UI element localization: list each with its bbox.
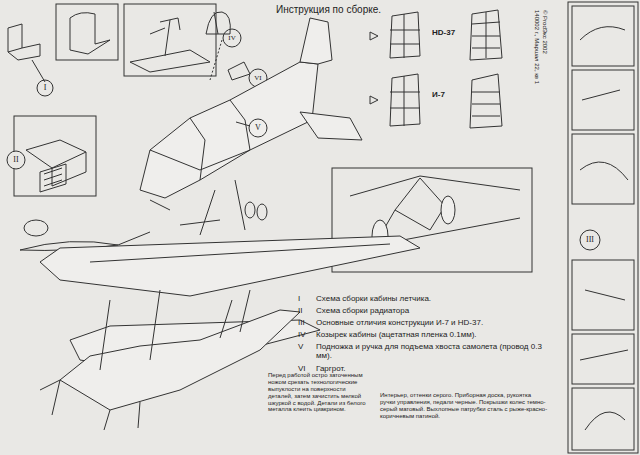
- legend-number: III: [298, 318, 305, 327]
- strip-frame: [568, 2, 638, 453]
- legend-number: VI: [298, 364, 306, 373]
- turtledeck-sketch: [228, 62, 250, 80]
- callout-circle: [7, 151, 25, 169]
- sheet-title: Инструкция по сборке.: [276, 4, 381, 16]
- copyright: © ProdЭкс 2002: [541, 10, 548, 54]
- fuselage-sketch: [140, 62, 318, 198]
- rudder-sketch: [470, 74, 502, 128]
- legend-number: IV: [298, 330, 306, 339]
- callout-circle: [249, 119, 267, 137]
- strip-cell: [572, 388, 634, 450]
- leader-line: [32, 60, 45, 82]
- strip-cell: [572, 6, 634, 66]
- callout-number: VI: [254, 74, 261, 82]
- callout-circle: [37, 80, 53, 96]
- callout-number: I: [44, 83, 47, 92]
- propeller: [40, 380, 60, 415]
- wheel: [257, 204, 267, 220]
- address: 140002 г., Маршал 22, кв 1: [533, 10, 540, 84]
- small-triangle: [370, 32, 378, 104]
- legend-number: V: [298, 342, 303, 351]
- variant-label: И-7: [432, 90, 445, 99]
- callout-number: V: [255, 123, 261, 132]
- leader-line: [236, 122, 250, 126]
- interplane-struts: [100, 290, 250, 370]
- rudder-sketch: [390, 74, 420, 126]
- fuselage-side: [60, 310, 300, 410]
- detail-frame: [124, 4, 216, 76]
- variant-label: HD-37: [432, 28, 455, 37]
- cockpit-floor-sketch: [130, 18, 210, 72]
- landing-gear-struts: [150, 180, 245, 235]
- strip-sketches: [580, 27, 628, 430]
- fuselage-panel-lines: [150, 100, 250, 180]
- painting-note: Интерьер, оттенки серого. Приборная доск…: [380, 392, 548, 420]
- legend-text: Гаргрот.: [316, 364, 546, 373]
- spinner: [24, 220, 48, 236]
- seat-sketch: [70, 13, 110, 54]
- callout-circle: [580, 230, 600, 250]
- legend-number: II: [298, 306, 302, 315]
- callout-number: IV: [228, 34, 235, 42]
- legend-text: Козырек кабины (ацетатная пленка 0.1мм).: [316, 330, 556, 339]
- detail-frame: [14, 116, 96, 196]
- upper-wing: [40, 236, 420, 296]
- stabilizer: [300, 112, 362, 140]
- wheel: [245, 202, 255, 218]
- legend-text: Схема сборки кабины летчика.: [316, 294, 546, 303]
- legend-text: Подножка и ручка для подъема хвоста само…: [316, 342, 556, 360]
- radiator-grill: [44, 168, 62, 186]
- callout-number: III: [586, 235, 594, 244]
- callout-number: II: [13, 155, 18, 164]
- rudder-sketch: [470, 10, 502, 60]
- wheel: [441, 196, 455, 224]
- undercarriage: [104, 402, 140, 430]
- strip-cell: [572, 334, 634, 384]
- seat-sketch: [8, 24, 40, 60]
- preparation-note: Перед работой остро заточенным ножом сре…: [268, 372, 368, 413]
- callout-circle: [223, 29, 241, 47]
- legend-number: I: [298, 294, 300, 303]
- detail-frame: [56, 4, 118, 60]
- rudder-sketch: [390, 12, 420, 58]
- legend-text: Основные отличия конструкции И-7 и HD-37…: [316, 318, 556, 327]
- strip-cell: [572, 70, 634, 130]
- tail-fin: [300, 18, 332, 64]
- leader-line: [210, 40, 222, 80]
- wing-panel-line: [90, 244, 390, 262]
- radiator-sketch: [26, 140, 86, 192]
- legend-text: Схема сборки радиатора: [316, 306, 546, 315]
